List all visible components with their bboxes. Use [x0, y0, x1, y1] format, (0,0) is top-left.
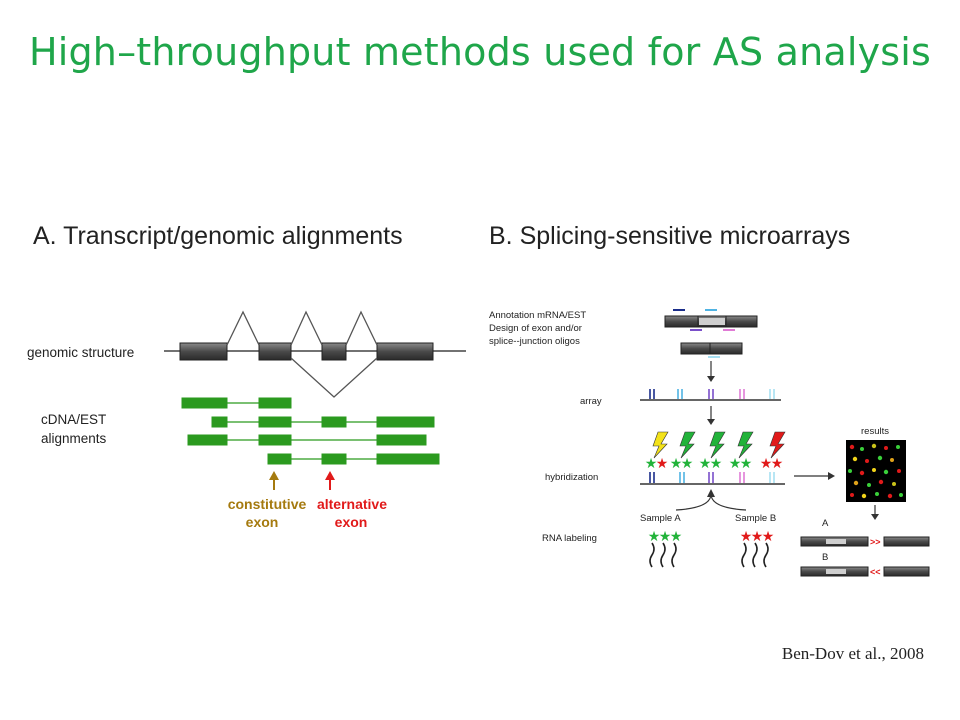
green-star-icon: ★ — [670, 528, 683, 544]
cdna-label-line2: alignments — [41, 431, 107, 446]
alignment-row-4 — [267, 453, 440, 465]
green-star-icon: ★ — [710, 455, 723, 471]
annotation-label-line3: splice--junction oligos — [489, 336, 580, 347]
green-star-icon: ★ — [648, 528, 661, 544]
array-label: array — [580, 396, 602, 407]
result-b-label: B — [822, 552, 828, 563]
green-star-icon: ★ — [681, 455, 694, 471]
alignment-row-1 — [181, 397, 292, 409]
cdna-label-line1: cDNA/EST — [41, 412, 106, 427]
hybridization-label: hybridization — [545, 472, 598, 483]
citation: Ben-Dov et al., 2008 — [781, 644, 924, 663]
red-star-icon: ★ — [762, 528, 775, 544]
result-a-label: A — [822, 518, 829, 529]
green-star-icon: ★ — [659, 528, 672, 544]
rna-labeling-label: RNA labeling — [542, 533, 597, 544]
splice-connector-1 — [226, 310, 260, 346]
microarray-spots — [848, 443, 903, 499]
flow-arrowhead — [707, 419, 715, 425]
panel-a-heading: A. Transcript/genomic alignments — [33, 222, 403, 250]
genomic-exon-2 — [258, 342, 292, 361]
result-b-transcript-2 — [883, 566, 930, 577]
bolt-icon — [709, 431, 726, 459]
alternative-label-line2: exon — [335, 514, 368, 530]
merge-arrowhead — [707, 489, 715, 497]
green-star-icon: ★ — [670, 455, 683, 471]
red-star-icon: ★ — [760, 455, 773, 471]
annotation-label-line2: Design of exon and/or — [489, 323, 582, 334]
genomic-exon-4 — [376, 342, 434, 361]
red-star-icon: ★ — [771, 455, 784, 471]
transcript-skipped — [680, 342, 743, 355]
annotation-label-line1: Annotation mRNA/EST — [489, 310, 586, 321]
slide-title: High–throughput methods used for AS anal… — [28, 30, 932, 74]
alternative-label-line1: alternative — [317, 496, 387, 512]
alignment-row-3 — [187, 434, 427, 446]
bolt-icon — [679, 431, 696, 459]
rna-strands-b — [741, 542, 769, 568]
sample-b-label: Sample B — [735, 513, 776, 524]
skipping-connector — [290, 357, 378, 398]
bolt-icon — [652, 431, 669, 459]
alignment-row-2 — [211, 416, 435, 428]
green-star-icon: ★ — [729, 455, 742, 471]
green-star-icon: ★ — [740, 455, 753, 471]
panel-b-diagram: Annotation mRNA/EST Design of exon and/o… — [489, 309, 930, 577]
result-a-alt-exon — [826, 539, 846, 544]
splice-connector-2 — [290, 310, 323, 346]
panel-a-diagram: genomic structure cDNA/EST alignments — [27, 310, 466, 530]
red-star-icon: ★ — [740, 528, 753, 544]
alternative-arrowhead — [325, 471, 335, 480]
transcript-top-alt-exon — [699, 318, 725, 325]
results-arrowhead — [828, 472, 835, 480]
splice-connector-3 — [345, 310, 378, 346]
red-star-icon: ★ — [751, 528, 764, 544]
green-star-icon: ★ — [645, 455, 658, 471]
constitutive-arrowhead — [269, 471, 279, 480]
genomic-exon-3 — [321, 342, 347, 361]
red-star-icon: ★ — [656, 455, 669, 471]
flow-arrowhead — [707, 376, 715, 382]
result-a-arrow: >> — [870, 537, 881, 547]
bolt-icon — [737, 431, 754, 459]
bolt-icon — [769, 431, 786, 459]
results-label: results — [861, 426, 889, 437]
result-b-alt-exon — [826, 569, 846, 574]
constitutive-label-line1: constitutive — [228, 496, 307, 512]
sample-a-label: Sample A — [640, 513, 681, 524]
constitutive-label-line2: exon — [246, 514, 279, 530]
result-a-transcript-2 — [883, 536, 930, 547]
results-microarray-image — [846, 440, 906, 502]
panel-b-heading: B. Splicing-sensitive microarrays — [489, 222, 851, 250]
green-star-icon: ★ — [699, 455, 712, 471]
genomic-structure-label: genomic structure — [27, 345, 134, 360]
flow-arrowhead — [871, 514, 879, 520]
rna-strands-a — [649, 542, 677, 568]
result-b-arrow: << — [870, 567, 881, 577]
genomic-exon-1 — [179, 342, 228, 361]
